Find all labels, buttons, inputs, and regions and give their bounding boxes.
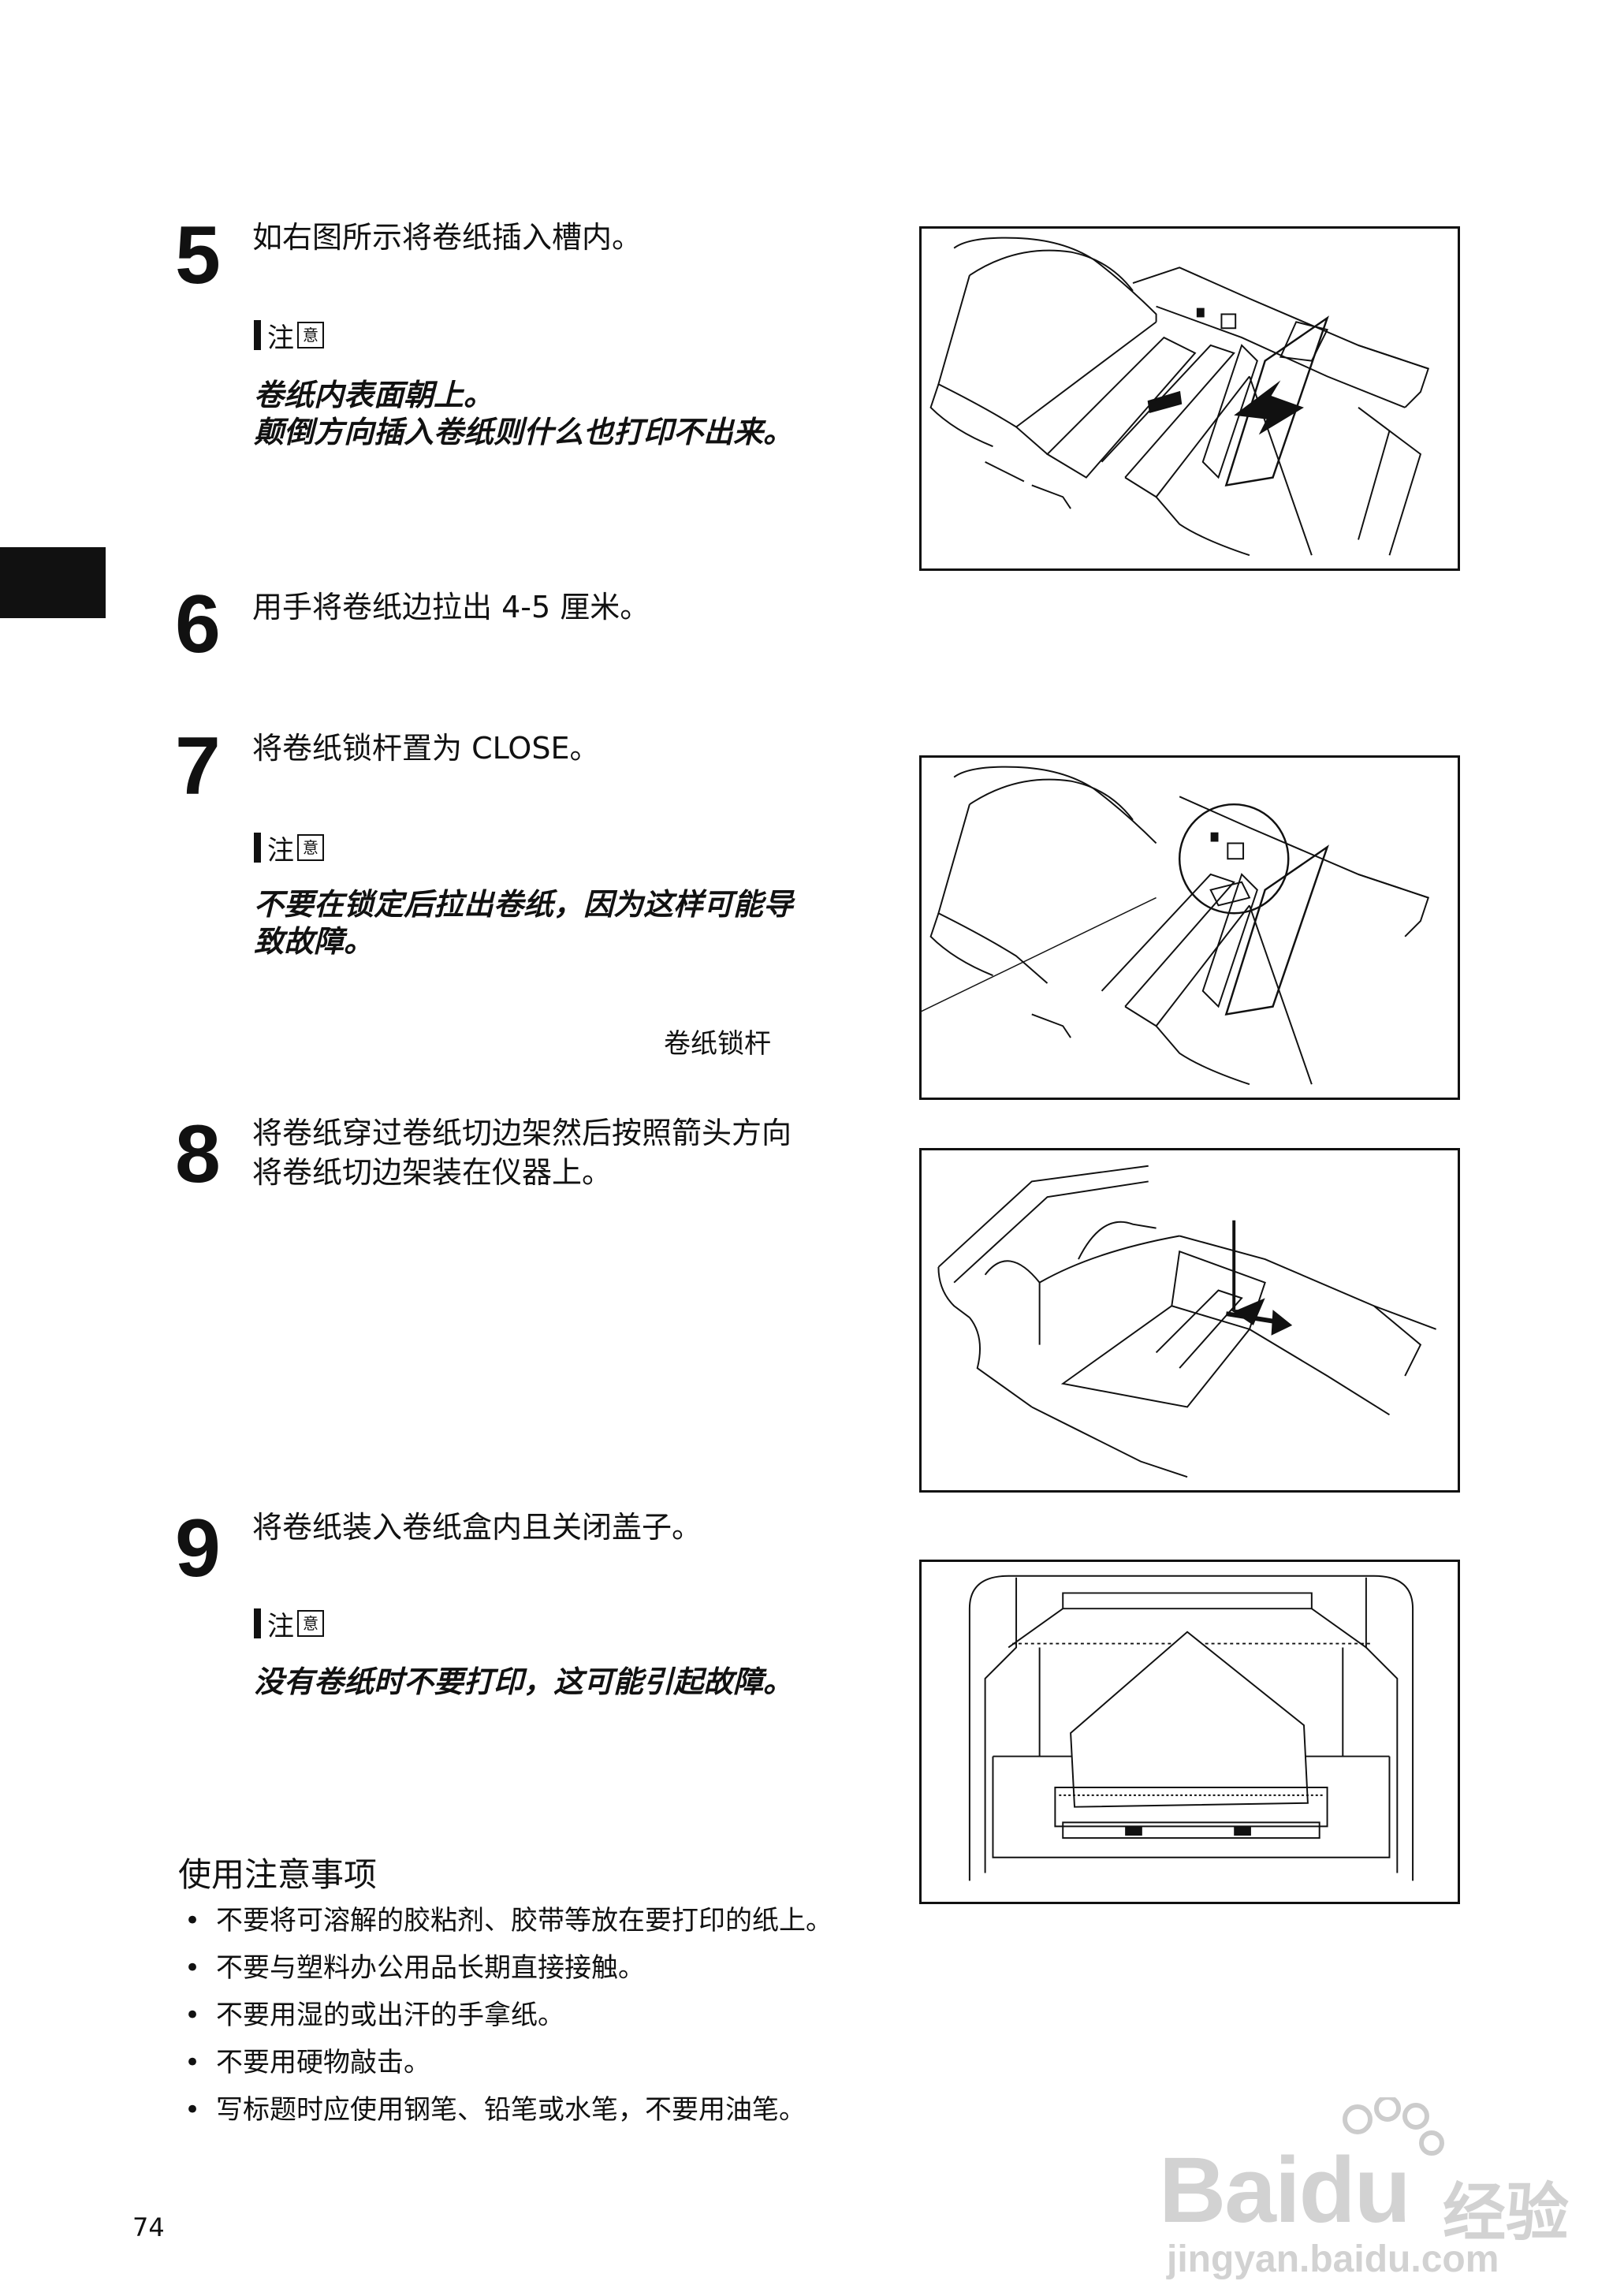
watermark-brand-tail: du — [1298, 2138, 1411, 2242]
precautions-heading: 使用注意事项 — [178, 1855, 378, 1894]
step-6-text: 用手将卷纸边拉出 4-5 厘米。 — [252, 590, 650, 624]
watermark-url: jingyan.baidu.com — [1167, 2238, 1499, 2280]
baidu-jingyan-watermark: Baidu 经验 jingyan.baidu.com — [1159, 2097, 1600, 2280]
step-7-note-line-1: 不要在锁定后拉出卷纸，因为这样可能导 — [254, 887, 794, 922]
step-5-number: 5 — [175, 210, 221, 301]
paper-lock-lever-callout: 卷纸锁杆 — [664, 1028, 771, 1060]
step-9-text: 将卷纸装入卷纸盒内且关闭盖子。 — [252, 1510, 702, 1545]
step-9-note-label: 注 意 — [254, 1607, 324, 1642]
step-7-note-label: 注 意 — [254, 831, 324, 867]
note-stamp-icon: 意 — [297, 1610, 324, 1637]
step-8-text-line-1: 将卷纸穿过卷纸切边架然后按照箭头方向 — [252, 1116, 792, 1150]
note-stamp-icon: 意 — [297, 322, 324, 348]
step-9-number: 9 — [175, 1503, 221, 1594]
step-5-note-line-2: 颠倒方向插入卷纸则什么也打印不出来。 — [254, 415, 794, 449]
figure-step-8-cutter — [919, 1148, 1460, 1493]
paw-logo-icon — [1343, 2097, 1444, 2156]
list-item: 不要用湿的或出汗的手拿纸。 — [178, 1992, 832, 2039]
list-item: 不要与塑料办公用品长期直接接触。 — [178, 1944, 832, 1992]
step-5-note-label: 注 意 — [254, 319, 324, 354]
step-8-text: 将卷纸穿过卷纸切边架然后按照箭头方向 将卷纸切边架装在仪器上。 — [252, 1113, 792, 1192]
list-item: 不要用硬物敲击。 — [178, 2039, 832, 2086]
figure-step-9-close-cover — [919, 1560, 1460, 1904]
figure-step-7-lock-lever — [919, 755, 1460, 1100]
step-7-number: 7 — [175, 721, 221, 812]
chapter-tab-marker — [0, 547, 106, 618]
page-number: 74 — [132, 2212, 165, 2242]
list-item: 写标题时应使用钢笔、铅笔或水笔，不要用油笔。 — [178, 2086, 832, 2134]
step-8-text-line-2: 将卷纸切边架装在仪器上。 — [252, 1155, 613, 1190]
note-bar-icon — [254, 833, 261, 863]
step-6-number: 6 — [175, 579, 221, 670]
step-9-note: 没有卷纸时不要打印，这可能引起故障。 — [254, 1664, 794, 1699]
step-5-note: 卷纸内表面朝上。 颠倒方向插入卷纸则什么也打印不出来。 — [254, 377, 793, 451]
note-stamp-icon: 意 — [297, 834, 324, 861]
step-5-text: 如右图所示将卷纸插入槽内。 — [252, 220, 643, 255]
step-7-note-line-2: 致故障。 — [254, 924, 374, 959]
note-bar-icon — [254, 1608, 261, 1638]
step-7-text: 将卷纸锁杆置为 CLOSE。 — [252, 731, 600, 766]
note-bar-icon — [254, 320, 261, 350]
list-item: 不要将可溶解的胶粘剂、胶带等放在要打印的纸上。 — [178, 1897, 832, 1944]
figure-step-5-insert-paper — [919, 226, 1460, 571]
watermark-brand: Bai — [1159, 2138, 1301, 2242]
step-7-note: 不要在锁定后拉出卷纸，因为这样可能导 致故障。 — [254, 886, 793, 960]
precautions-list: 不要将可溶解的胶粘剂、胶带等放在要打印的纸上。 不要与塑料办公用品长期直接接触。… — [178, 1897, 832, 2134]
watermark-brand-cn: 经验 — [1443, 2176, 1569, 2249]
step-5-note-line-1: 卷纸内表面朝上。 — [254, 378, 494, 412]
step-8-number: 8 — [175, 1109, 221, 1200]
